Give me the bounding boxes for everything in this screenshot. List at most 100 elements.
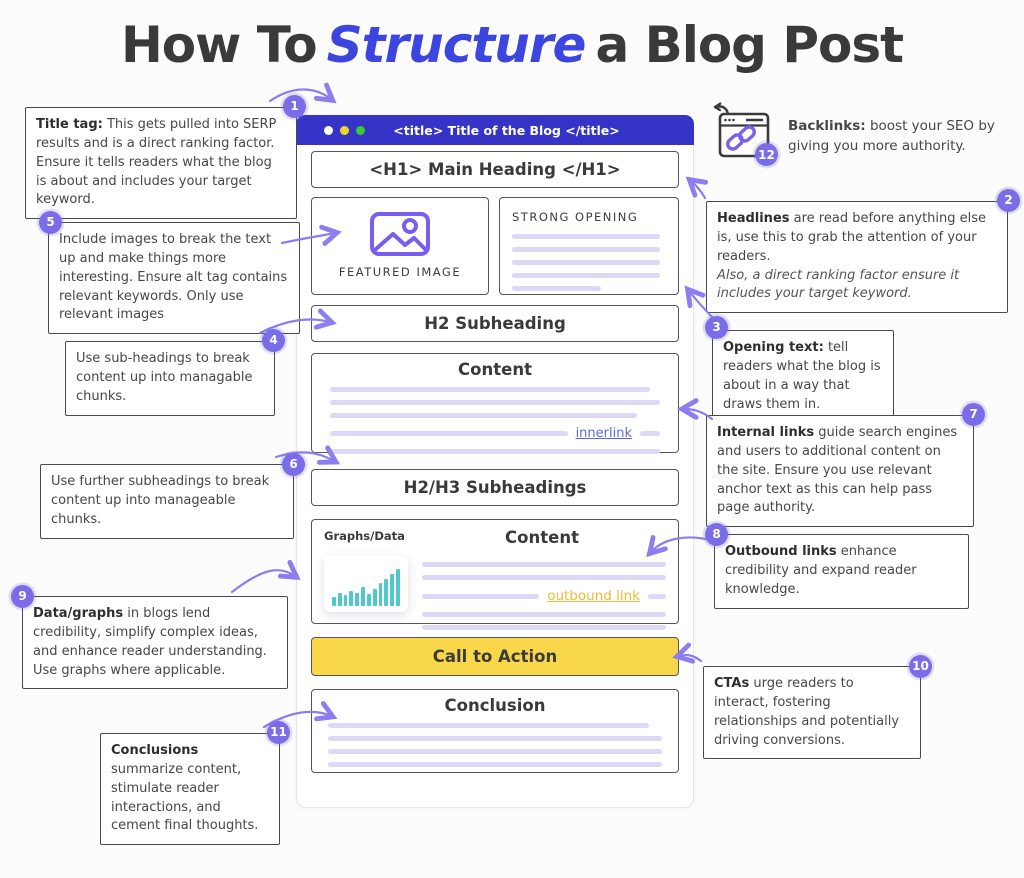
strong-opening-label: STRONG OPENING	[512, 210, 639, 224]
note-text: summarize content, stimulate reader inte…	[111, 761, 259, 834]
note-text: tell readers what the blog is about in a…	[723, 340, 881, 412]
placeholder-line	[328, 749, 662, 754]
step-badge-1: 1	[283, 95, 306, 118]
placeholder-text-lines	[422, 562, 666, 580]
note-backlinks: Backlinks: boost your SEO by giving you …	[788, 116, 1000, 157]
featured-image-label: FEATURED IMAGE	[338, 265, 462, 279]
note-ctas: 10 CTAs urge readers to interact, foster…	[703, 655, 932, 760]
placeholder-line	[422, 625, 666, 630]
note-italic-text: Also, a direct ranking factor ensure it …	[717, 267, 960, 302]
note-title-tag: 1 Title tag: This gets pulled into SERP …	[25, 95, 306, 220]
step-badge-12: 12	[755, 143, 778, 166]
placeholder-line	[328, 723, 649, 728]
chart-bar	[332, 597, 336, 606]
note-data-graphs: 9 Data/graphs in blogs lend credibility,…	[11, 585, 288, 690]
step-badge-5: 5	[39, 211, 62, 234]
note-text: Use sub-headings to break content up int…	[76, 351, 253, 404]
note-further-subheadings: 6 Use further subheadings to break conte…	[40, 453, 305, 539]
placeholder-line	[422, 562, 666, 567]
note-lead: Internal links	[717, 425, 815, 440]
note-conclusions: 11 Conclusions summarize content, stimul…	[100, 721, 290, 846]
note-text: Use further subheadings to break content…	[51, 474, 270, 527]
window-control-dots	[324, 125, 365, 135]
note-outbound-links: 8 Outbound links enhance credibility and…	[705, 523, 969, 609]
chart-bar	[390, 574, 395, 606]
placeholder-line	[512, 247, 660, 252]
chart-bar	[372, 589, 377, 606]
step-badge-4: 4	[262, 329, 285, 352]
arrow-data-graphs	[230, 570, 295, 594]
step-badge-8: 8	[705, 523, 728, 546]
note-lead: Backlinks:	[788, 118, 866, 134]
content-title: Content	[458, 360, 532, 379]
chart-bar	[343, 595, 348, 606]
step-badge-10: 10	[909, 655, 932, 678]
note-lead: Data/graphs	[33, 606, 124, 621]
image-icon	[312, 211, 488, 257]
placeholder-text-lines	[422, 612, 666, 630]
step-badge-3: 3	[705, 316, 728, 339]
chart-bar	[384, 579, 389, 606]
note-lead: Headlines	[717, 211, 790, 226]
chart-bar	[396, 569, 400, 606]
h2-subheading-box: H2 Subheading	[311, 305, 679, 342]
text-line-with-link: outbound link	[422, 588, 666, 604]
note-subheadings: 4 Use sub-headings to break content up i…	[65, 329, 285, 416]
placeholder-line	[328, 762, 662, 767]
placeholder-line	[422, 593, 540, 599]
note-text: guide search engines and users to additi…	[717, 425, 958, 516]
placeholder-text-lines	[330, 387, 660, 418]
chart-bar	[361, 587, 365, 606]
content-title: Content	[505, 528, 579, 547]
note-text: are read before anything else is, use th…	[717, 211, 987, 264]
note-text: This gets pulled into SERP results and i…	[36, 117, 277, 208]
featured-image-box: FEATURED IMAGE	[311, 197, 489, 295]
placeholder-line	[330, 449, 660, 454]
note-text: enhance credibility and expand reader kn…	[725, 544, 917, 597]
note-opening-text: 3 Opening text: tell readers what the bl…	[705, 316, 894, 424]
strong-opening-box: STRONG OPENING	[499, 197, 679, 295]
innerlink-link[interactable]: innerlink	[575, 426, 632, 441]
window-dot-yellow	[340, 125, 349, 135]
placeholder-line	[512, 273, 660, 278]
placeholder-text-lines	[328, 723, 662, 767]
step-badge-7: 7	[962, 403, 985, 426]
content-box-1: Content innerlink	[311, 353, 679, 454]
chart-bar	[349, 591, 354, 606]
outbound-link[interactable]: outbound link	[547, 588, 640, 604]
bar-chart-icon	[324, 556, 408, 612]
note-text: Include images to break the text up and …	[59, 232, 288, 323]
browser-mockup: <title> Title of the Blog </title> <H1> …	[296, 115, 694, 808]
placeholder-line	[330, 431, 568, 436]
note-lead: Outbound links	[725, 544, 837, 559]
placeholder-line	[328, 736, 662, 741]
window-dot-green	[356, 125, 365, 135]
chart-bar	[378, 583, 383, 606]
step-badge-9: 9	[11, 585, 34, 608]
note-text: urge readers to interact, fostering rela…	[714, 676, 900, 748]
note-images: 5 Include images to break the text up an…	[39, 211, 300, 335]
placeholder-line	[330, 387, 651, 392]
placeholder-line	[648, 593, 666, 599]
note-text: in blogs lend credibility, simplify comp…	[33, 606, 267, 678]
step-badge-11: 11	[267, 721, 290, 744]
note-lead: Title tag:	[36, 117, 103, 132]
window-dot-white	[324, 125, 333, 135]
backlinks-browser-icon: 12	[708, 100, 778, 166]
placeholder-line	[640, 431, 660, 436]
chart-bar	[366, 594, 371, 606]
browser-title-text: <title> Title of the Blog </title>	[393, 122, 620, 138]
title-prefix: How To	[120, 16, 318, 74]
title-suffix: a Blog Post	[595, 16, 904, 74]
chart-bar	[355, 593, 360, 606]
placeholder-line	[512, 286, 602, 291]
placeholder-line	[512, 260, 660, 265]
placeholder-line	[422, 575, 666, 580]
conclusion-title: Conclusion	[444, 696, 546, 715]
note-internal-links: 7 Internal links guide search engines an…	[706, 403, 985, 528]
placeholder-line	[512, 234, 660, 239]
note-text: boost your SEO by giving you more author…	[788, 118, 995, 155]
call-to-action-button[interactable]: Call to Action	[311, 637, 679, 676]
content-box-2: Graphs/Data Content outbound link	[311, 519, 679, 630]
